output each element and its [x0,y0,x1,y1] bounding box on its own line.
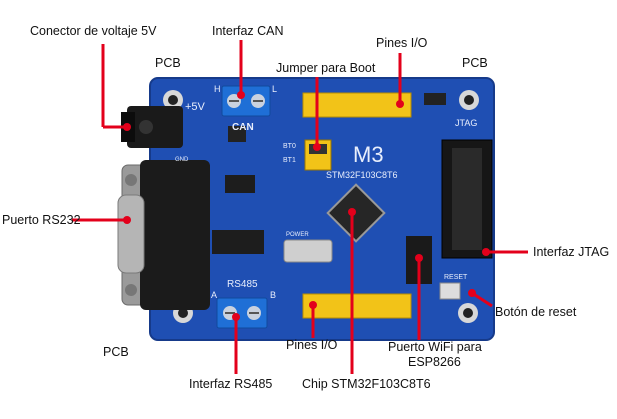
silk-m3: M3 [353,142,384,167]
crystal [283,239,333,263]
label-pcb-top-left: PCB [155,56,181,70]
callout-dots [123,91,490,321]
stm32-chip [326,183,386,243]
label-pcb-top-right: PCB [462,56,488,70]
silk-bt1: BT1 [283,157,296,164]
ic-rs232-driver [212,230,264,254]
io-header-bottom [302,293,412,319]
label-chip: Chip STM32F103C8T6 [302,377,431,391]
reset-button [439,282,461,300]
silk-reset: RESET [444,274,468,281]
silk-rs485-b: B [270,290,276,300]
silk-plus5v: +5V [185,101,206,113]
io-header-top [302,92,412,118]
silk-rs485: RS485 [227,279,258,290]
label-boton-reset: Botón de reset [495,305,577,319]
db9-connector [117,160,210,310]
label-puerto-wifi-1: Puerto WiFi para [388,340,482,354]
silk-rs485-a: A [211,290,217,300]
jtag-connector [441,139,493,259]
silk-can: CAN [232,122,254,133]
silk-can-h: H [214,84,221,94]
label-jumper-boot: Jumper para Boot [276,61,376,75]
mounting-hole-bottom-right [458,303,478,323]
label-pines-io-bottom: Pines I/O [286,338,338,352]
ic-can [228,126,246,142]
mounting-hole-top-left [163,90,183,110]
small-connector [424,93,446,105]
silk-bt0: BT0 [283,143,296,150]
label-puerto-rs232: Puerto RS232 [2,213,81,227]
silk-gnd: GND [175,157,189,163]
label-pines-io-top: Pines I/O [376,36,428,50]
rs485-terminal-block [216,297,268,329]
silk-can-l: L [272,84,277,94]
can-terminal-block [221,85,271,117]
label-interfaz-can: Interfaz CAN [212,24,284,38]
label-pcb-bottom-left: PCB [103,345,129,359]
label-interfaz-rs485: Interfaz RS485 [189,377,273,391]
ic-small [225,175,255,193]
silk-power: POWER [286,232,309,238]
label-puerto-wifi-2: ESP8266 [408,355,461,369]
mounting-hole-top-right [459,90,479,110]
silk-stm: STM32F103C8T6 [326,170,398,180]
label-conector-voltaje: Conector de voltaje 5V [30,24,157,38]
silk-jtag: JTAG [455,118,477,128]
label-interfaz-jtag: Interfaz JTAG [533,245,610,259]
